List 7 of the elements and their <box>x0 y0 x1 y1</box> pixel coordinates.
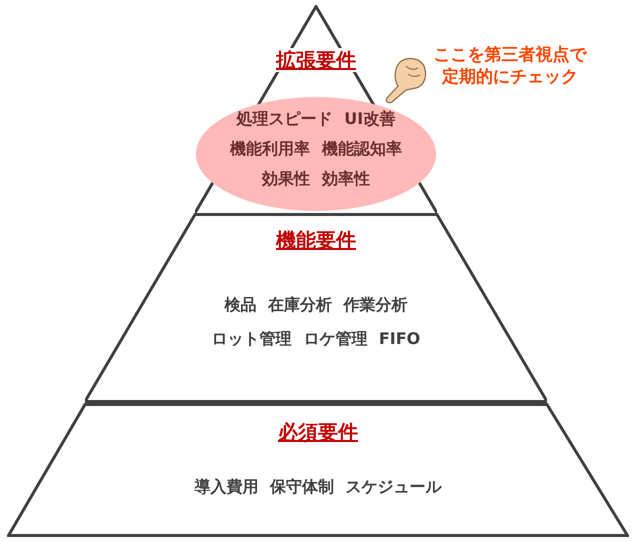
item-list: 処理スピード UI改善 <box>236 109 396 128</box>
item-list: 機能利用率 機能認知率 <box>230 139 402 158</box>
item-list: 検品 在庫分析 作業分析 <box>224 295 408 314</box>
item-list: 効果性 効率性 <box>262 169 370 188</box>
callout-text: ここを第三者視点で定期的にチェック <box>432 44 588 88</box>
item-list: 導入費用 保守体制 スケジュール <box>194 477 442 496</box>
item-list: ロット管理 ロケ管理 FIFO <box>212 329 420 348</box>
